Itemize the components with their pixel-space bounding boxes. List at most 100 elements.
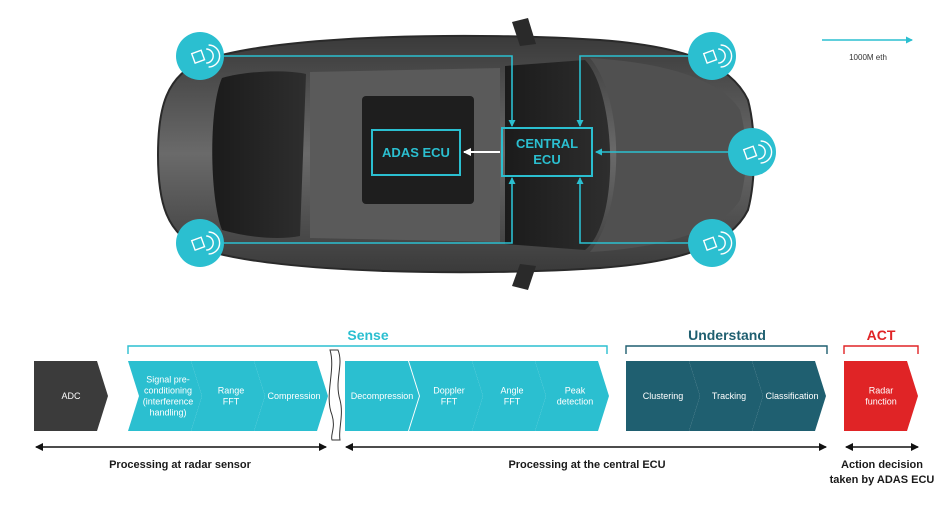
pipeline-step-label: function bbox=[865, 397, 897, 407]
pipeline-step-label: FFT bbox=[504, 397, 521, 407]
radar-sensor-icon bbox=[688, 219, 736, 267]
signal-wave-icon bbox=[720, 231, 733, 255]
central-ecu-label-line2: ECU bbox=[533, 152, 560, 167]
signal-wave-icon bbox=[718, 48, 726, 64]
sense-bracket bbox=[127, 345, 608, 354]
sensor-rear-left bbox=[176, 219, 224, 267]
car-windshield bbox=[505, 60, 611, 250]
radar-sensor-label: Processing at radar sensor bbox=[109, 459, 252, 471]
pipeline-step-label: (interference bbox=[143, 397, 194, 407]
signal-wave-icon bbox=[760, 140, 773, 164]
sensor-rear-right bbox=[688, 219, 736, 267]
car-hood bbox=[590, 58, 746, 252]
car-rear-window bbox=[212, 71, 306, 238]
pipeline-chevron bbox=[254, 361, 328, 431]
sensor-chip-icon bbox=[702, 49, 718, 64]
signal-wave-icon bbox=[206, 48, 214, 64]
pipeline-step-label: handling) bbox=[149, 408, 186, 418]
car-mirror-top bbox=[512, 18, 536, 46]
link-front-left-sensor bbox=[200, 55, 516, 127]
pipeline-chevron bbox=[191, 361, 265, 431]
car-illustration bbox=[156, 18, 755, 290]
pipeline-step-label: FFT bbox=[223, 397, 240, 407]
pipeline-step: Classification bbox=[752, 361, 826, 431]
sensor-chip-icon bbox=[742, 145, 758, 160]
pipeline-step-label: Angle bbox=[500, 386, 523, 396]
pipeline-chevron bbox=[34, 361, 108, 431]
processing-pipeline: ADC Signal pre-conditioning(interferenceh… bbox=[34, 361, 918, 431]
pipeline-chevron bbox=[345, 361, 419, 431]
pipeline-step: Decompression bbox=[345, 361, 419, 431]
radar-sensor-icon bbox=[728, 128, 776, 176]
signal-wave-icon bbox=[208, 231, 221, 255]
pipeline-step-label: Radar bbox=[869, 386, 894, 396]
pipeline-step: Tracking bbox=[689, 361, 763, 431]
sensor-chip-icon bbox=[190, 236, 206, 251]
car-sunroof bbox=[362, 96, 474, 204]
pipeline-step-label: FFT bbox=[441, 397, 458, 407]
sense-group-label: Sense bbox=[347, 327, 388, 343]
signal-wave-icon bbox=[720, 44, 733, 68]
pipeline-step-label: Peak bbox=[565, 386, 586, 396]
link-front-right-sensor bbox=[576, 55, 712, 127]
car-mirror-bottom bbox=[512, 264, 536, 290]
act-group-label: ACT bbox=[867, 327, 896, 343]
signal-wave-icon bbox=[208, 44, 221, 68]
link-rear-left-sensor bbox=[200, 177, 516, 244]
sensor-front-left bbox=[176, 32, 224, 80]
central-ecu-processing-label: Processing at the central ECU bbox=[508, 459, 665, 471]
signal-wave-icon bbox=[718, 235, 726, 251]
adas-decision-label-line2: taken by ADAS ECU bbox=[830, 474, 935, 486]
radar-sensor-icon bbox=[176, 219, 224, 267]
signal-wave-icon bbox=[206, 235, 214, 251]
pipeline-step-label: ADC bbox=[61, 391, 81, 401]
pipeline-step: Clustering bbox=[626, 361, 700, 431]
sensor-chip-icon bbox=[190, 49, 206, 64]
act-bracket bbox=[843, 345, 919, 354]
pipeline-step: Signal pre-conditioning(interferencehand… bbox=[128, 361, 202, 431]
adas-ecu-label: ADAS ECU bbox=[382, 145, 450, 160]
ecu-boxes: ADAS ECU CENTRAL ECU bbox=[371, 127, 593, 177]
legend-label: 1000M eth bbox=[849, 53, 887, 62]
section-break bbox=[328, 349, 342, 441]
pipeline-chevron bbox=[752, 361, 826, 431]
pipeline-chevron bbox=[409, 361, 483, 431]
central-ecu-box bbox=[501, 127, 593, 177]
pipeline-step: ADC bbox=[34, 361, 108, 431]
pipeline-chevron bbox=[128, 361, 202, 431]
pipeline-step: Compression bbox=[254, 361, 328, 431]
pipeline-chevron bbox=[535, 361, 609, 431]
understand-bracket bbox=[625, 345, 828, 354]
understand-group-label: Understand bbox=[688, 327, 766, 343]
pipeline-step-label: Tracking bbox=[712, 391, 746, 401]
group-brackets bbox=[127, 345, 919, 354]
pipeline-step-label: Signal pre- bbox=[146, 375, 190, 385]
sensor-side bbox=[728, 128, 776, 176]
adas-ecu-box bbox=[371, 129, 461, 176]
pipeline-step-label: conditioning bbox=[144, 386, 192, 396]
pipeline-step-label: Classification bbox=[765, 391, 818, 401]
radar-sensor-icon bbox=[176, 32, 224, 80]
pipeline-step-label: detection bbox=[557, 397, 594, 407]
pipeline-step-label: Clustering bbox=[643, 391, 684, 401]
pipeline-step-label: Range bbox=[218, 386, 245, 396]
sensor-connections bbox=[200, 55, 752, 244]
pipeline-chevron bbox=[689, 361, 763, 431]
pipeline-step-label: Compression bbox=[267, 391, 320, 401]
pipeline-step-label: Decompression bbox=[351, 391, 414, 401]
pipeline-step-label: Doppler bbox=[433, 386, 465, 396]
pipeline-chevron bbox=[626, 361, 700, 431]
pipeline-chevron bbox=[844, 361, 918, 431]
central-ecu-label-line1: CENTRAL bbox=[516, 136, 578, 151]
ethernet-legend: 1000M eth bbox=[822, 36, 913, 62]
sensor-chip-icon bbox=[702, 236, 718, 251]
radar-sensor-icon bbox=[688, 32, 736, 80]
pipeline-chevron bbox=[472, 361, 546, 431]
radar-sensors bbox=[176, 32, 776, 267]
